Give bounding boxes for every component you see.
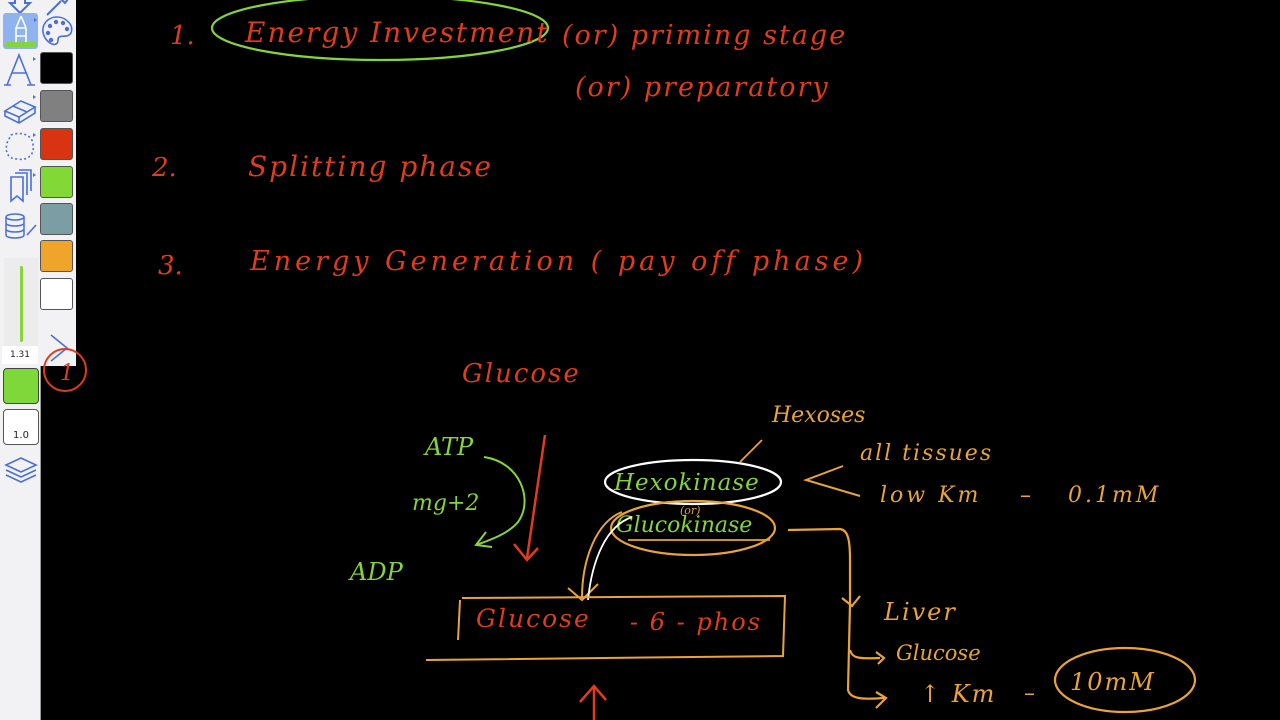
layers-button[interactable] xyxy=(3,452,39,488)
text-icon xyxy=(4,53,36,86)
orange-branch-glucose xyxy=(848,649,886,665)
current-color-button[interactable] xyxy=(3,368,39,404)
lasso-tool-button[interactable] xyxy=(2,128,38,164)
palette-icon xyxy=(42,16,73,46)
swatch-teal[interactable] xyxy=(40,203,73,235)
pen-tool-button[interactable] xyxy=(3,13,38,49)
database-icon xyxy=(5,213,37,239)
bracket xyxy=(802,465,861,497)
glucose-label: Glucose xyxy=(462,359,581,389)
current-width-button[interactable]: 1.0 xyxy=(3,409,39,445)
swatch-orange[interactable] xyxy=(40,240,73,272)
glucose-small-label: Glucose xyxy=(896,641,981,665)
line1-text: Energy Investment xyxy=(244,16,550,49)
swatch-white[interactable] xyxy=(40,278,73,310)
stack-tool-button[interactable] xyxy=(2,208,38,244)
dash-2: – xyxy=(1024,681,1035,706)
lasso-icon xyxy=(5,132,36,161)
g6p-suffix: - 6 - phos xyxy=(630,608,762,636)
layers-icon xyxy=(4,457,38,483)
chevron-right-icon xyxy=(50,334,69,362)
pen-width-value: 1.31 xyxy=(2,346,38,364)
line1-alt2: (or) preparatory xyxy=(575,72,830,103)
line2-number: 2. xyxy=(151,153,177,183)
high-km-value: 10mM xyxy=(1070,668,1156,696)
pen-width-slider[interactable] xyxy=(4,258,38,346)
high-km-label: ↑ Km xyxy=(920,680,996,708)
liver-label: Liver xyxy=(883,598,957,626)
green-circle xyxy=(210,0,550,62)
line3-text: Energy Generation ( pay off phase) xyxy=(249,246,867,277)
white-circle xyxy=(603,458,783,506)
note-canvas[interactable]: 1. Energy Investment (or) priming stage … xyxy=(41,0,1280,720)
expand-chevron-button[interactable] xyxy=(40,330,76,366)
circled-number-ring xyxy=(43,348,87,392)
hexoses-pointer xyxy=(739,439,763,463)
line1-number: 1. xyxy=(170,21,195,51)
swatch-gray[interactable] xyxy=(40,90,73,122)
adp-label: ADP xyxy=(348,558,404,586)
slider-track xyxy=(20,266,23,342)
orange-branch-km xyxy=(846,603,888,709)
orange-circle xyxy=(609,499,777,557)
red-arrow-up xyxy=(579,684,607,720)
hexokinase-label: Hexokinase xyxy=(613,470,760,496)
red-arrow-down xyxy=(513,434,547,562)
circled-number: 1 xyxy=(60,361,74,386)
line3-number: 3. xyxy=(158,251,183,281)
g6p-box xyxy=(425,594,787,661)
green-curved-arrow xyxy=(474,456,526,548)
orange-arrow-g6p xyxy=(567,511,623,602)
low-km-label: low Km xyxy=(880,483,981,508)
swatch-green[interactable] xyxy=(40,166,73,198)
glucokinase-label: Glucokinase xyxy=(616,513,752,538)
km-value-circle xyxy=(1053,646,1197,714)
palette-button[interactable] xyxy=(39,13,75,49)
eraser-tool-button[interactable] xyxy=(2,90,38,126)
white-arrow-g6p xyxy=(587,516,633,601)
orange-connector xyxy=(787,527,861,608)
eraser-icon xyxy=(3,95,37,124)
mg-label: mg+2 xyxy=(412,491,479,516)
g6p-label: Glucose xyxy=(476,604,591,633)
or-label: (or) xyxy=(680,504,700,517)
tool-palette: 1.31 xyxy=(0,0,76,366)
atp-label: ATP xyxy=(423,433,474,461)
text-tool-button[interactable] xyxy=(2,52,38,88)
pages-tool-button[interactable] xyxy=(2,168,38,204)
dropper-icon[interactable] xyxy=(40,0,76,22)
dash-1: – xyxy=(1020,483,1031,508)
swatch-red[interactable] xyxy=(40,128,73,160)
line2-text: Splitting phase xyxy=(248,150,493,183)
pages-icon xyxy=(10,169,36,203)
all-tissues-label: all tissues xyxy=(860,441,993,466)
low-km-value: 0.1mM xyxy=(1068,483,1161,508)
swatch-black[interactable] xyxy=(40,52,73,84)
hexoses-label: Hexoses xyxy=(771,403,865,428)
line1-alt1: (or) priming stage xyxy=(562,20,847,51)
pen-icon xyxy=(5,15,37,47)
